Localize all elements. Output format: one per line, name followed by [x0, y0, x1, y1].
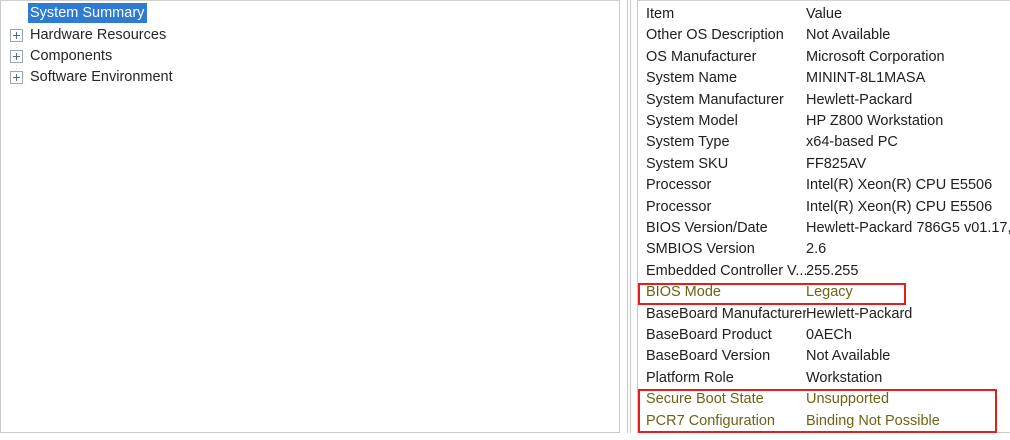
- detail-item-label: System Name: [646, 70, 738, 87]
- detail-row[interactable]: Other OS Description Not Available: [638, 25, 1010, 46]
- detail-item-label: Secure Boot State: [646, 391, 764, 408]
- detail-item-label: System Model: [646, 113, 738, 129]
- expander-spacer: [10, 7, 23, 20]
- detail-item-label: BaseBoard Product: [646, 327, 772, 343]
- detail-row[interactable]: Secure Boot State Unsupported: [638, 389, 1010, 410]
- detail-row[interactable]: System Name MININT-8L1MASA: [638, 68, 1010, 89]
- detail-item-value: 2.6: [806, 241, 827, 258]
- plus-box-icon[interactable]: [10, 49, 23, 63]
- detail-row[interactable]: SMBIOS Version 2.6: [638, 239, 1010, 260]
- tree-item-system-summary[interactable]: System Summary: [1, 3, 148, 23]
- detail-item-value: Unsupported: [806, 391, 890, 408]
- detail-item-label: Processor: [646, 177, 712, 194]
- plus-box-icon[interactable]: [10, 28, 23, 42]
- detail-row[interactable]: Processor Intel(R) Xeon(R) CPU E5506: [638, 175, 1010, 196]
- detail-header-row[interactable]: Item Value: [638, 4, 1010, 25]
- detail-item-value: x64-based PC: [806, 134, 898, 151]
- tree-item-label: Hardware Resources: [30, 27, 167, 43]
- detail-item-value: MININT-8L1MASA: [806, 70, 926, 87]
- detail-item-label: System Type: [646, 134, 730, 151]
- detail-item-value: HP Z800 Workstation: [806, 113, 944, 129]
- detail-item-value: Intel(R) Xeon(R) CPU E5506: [806, 177, 993, 194]
- plus-box-icon[interactable]: [10, 70, 23, 84]
- detail-row[interactable]: Platform Role Workstation: [638, 368, 1010, 389]
- tree-item-components[interactable]: Components: [1, 46, 115, 66]
- detail-row[interactable]: BaseBoard Version Not Available: [638, 346, 1010, 367]
- detail-item-label: BaseBoard Manufacturer: [646, 305, 806, 322]
- detail-row[interactable]: System Type x64-based PC: [638, 132, 1010, 153]
- detail-item-value: Hewlett-Packard: [806, 305, 913, 322]
- detail-item-value: Microsoft Corporation: [806, 48, 945, 65]
- detail-item-value: Binding Not Possible: [806, 412, 940, 429]
- detail-item-value: Not Available: [806, 348, 891, 365]
- detail-row[interactable]: BaseBoard Product 0AECh: [638, 325, 1010, 346]
- detail-item-label: BaseBoard Version: [646, 348, 771, 365]
- detail-item-label: System SKU: [646, 155, 729, 172]
- detail-item-label: Platform Role: [646, 369, 734, 386]
- detail-item-label: PCR7 Configuration: [646, 412, 775, 429]
- column-header-value: Value: [806, 6, 843, 22]
- detail-row[interactable]: BIOS Mode Legacy: [638, 282, 1010, 303]
- tree-item-label: System Summary: [28, 3, 148, 23]
- detail-row[interactable]: System SKU FF825AV: [638, 154, 1010, 175]
- detail-item-value: Not Available: [806, 27, 891, 44]
- detail-item-label: BIOS Mode: [646, 284, 721, 301]
- detail-item-label: SMBIOS Version: [646, 241, 755, 258]
- detail-row[interactable]: OS Manufacturer Microsoft Corporation: [638, 47, 1010, 68]
- detail-row[interactable]: System Manufacturer Hewlett-Packard: [638, 90, 1010, 111]
- pane-splitter[interactable]: [620, 0, 637, 433]
- detail-row[interactable]: System Model HP Z800 Workstation: [638, 111, 1010, 132]
- detail-item-label: Processor: [646, 198, 712, 215]
- detail-item-value: Workstation: [806, 369, 883, 386]
- tree-item-label: Components: [30, 48, 113, 64]
- column-header-item: Item: [646, 6, 675, 22]
- detail-item-label: Other OS Description: [646, 27, 784, 44]
- detail-item-label: OS Manufacturer: [646, 48, 757, 65]
- detail-item-label: System Manufacturer: [646, 91, 784, 108]
- detail-row[interactable]: Processor Intel(R) Xeon(R) CPU E5506: [638, 197, 1010, 218]
- detail-item-label: Embedded Controller V...: [646, 262, 806, 279]
- detail-item-value: FF825AV: [806, 155, 867, 172]
- tree-item-label: Software Environment: [30, 69, 173, 85]
- tree-item-software-environment[interactable]: Software Environment: [1, 67, 176, 87]
- detail-item-value: Intel(R) Xeon(R) CPU E5506: [806, 198, 993, 215]
- detail-row[interactable]: BIOS Version/Date Hewlett-Packard 786G5 v…: [638, 218, 1010, 239]
- detail-row[interactable]: PCR7 Configuration Binding Not Possible: [638, 411, 1010, 432]
- detail-item-value: Hewlett-Packard: [806, 91, 913, 108]
- detail-item-value: 0AECh: [806, 327, 852, 343]
- splitter-bar[interactable]: [627, 0, 631, 433]
- detail-item-value: 255.255: [806, 262, 859, 279]
- detail-item-value: Hewlett-Packard 786G5 v01.17, 8/: [806, 220, 1010, 236]
- detail-item-label: BIOS Version/Date: [646, 220, 768, 236]
- detail-row[interactable]: Embedded Controller V...255.255: [638, 261, 1010, 282]
- detail-item-value: Legacy: [806, 284, 853, 301]
- tree-item-hardware-resources[interactable]: Hardware Resources: [1, 25, 169, 45]
